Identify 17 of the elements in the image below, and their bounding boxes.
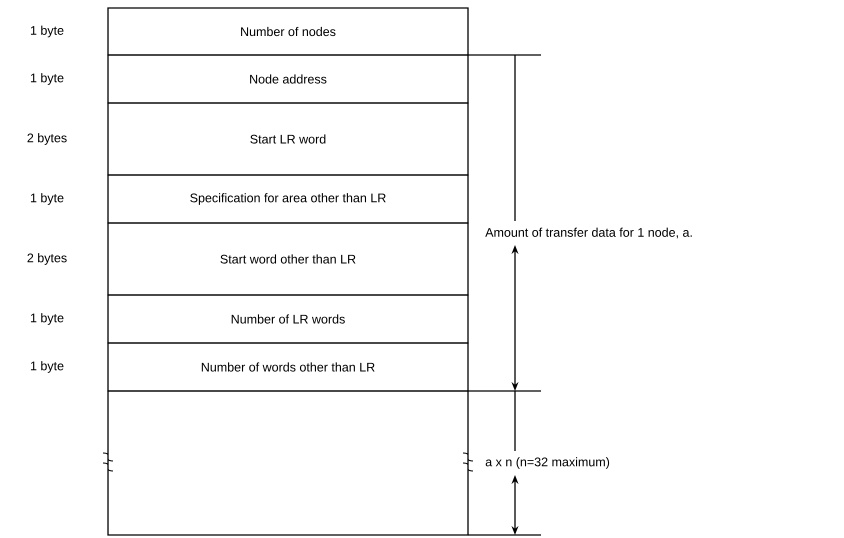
size-label: 2 bytes [27,133,67,145]
dimension-label: a x n (n=32 maximum) [484,456,611,470]
size-label: 1 byte [30,73,64,85]
size-label: 1 byte [30,26,64,38]
repeat-area-box [107,390,469,536]
dimension-label: Amount of transfer data for 1 node, a. [484,226,694,240]
size-label: 1 byte [30,193,64,205]
field-box: Start word other than LR [107,222,469,296]
field-box: Number of LR words [107,294,469,344]
field-box: Node address [107,54,469,104]
size-label: 1 byte [30,361,64,373]
size-label: 1 byte [30,313,64,325]
field-box: Start LR word [107,102,469,176]
size-label: 2 bytes [27,253,67,265]
field-box: Specification for area other than LR [107,174,469,224]
field-box: Number of nodes [107,7,469,56]
field-box: Number of words other than LR [107,342,469,392]
